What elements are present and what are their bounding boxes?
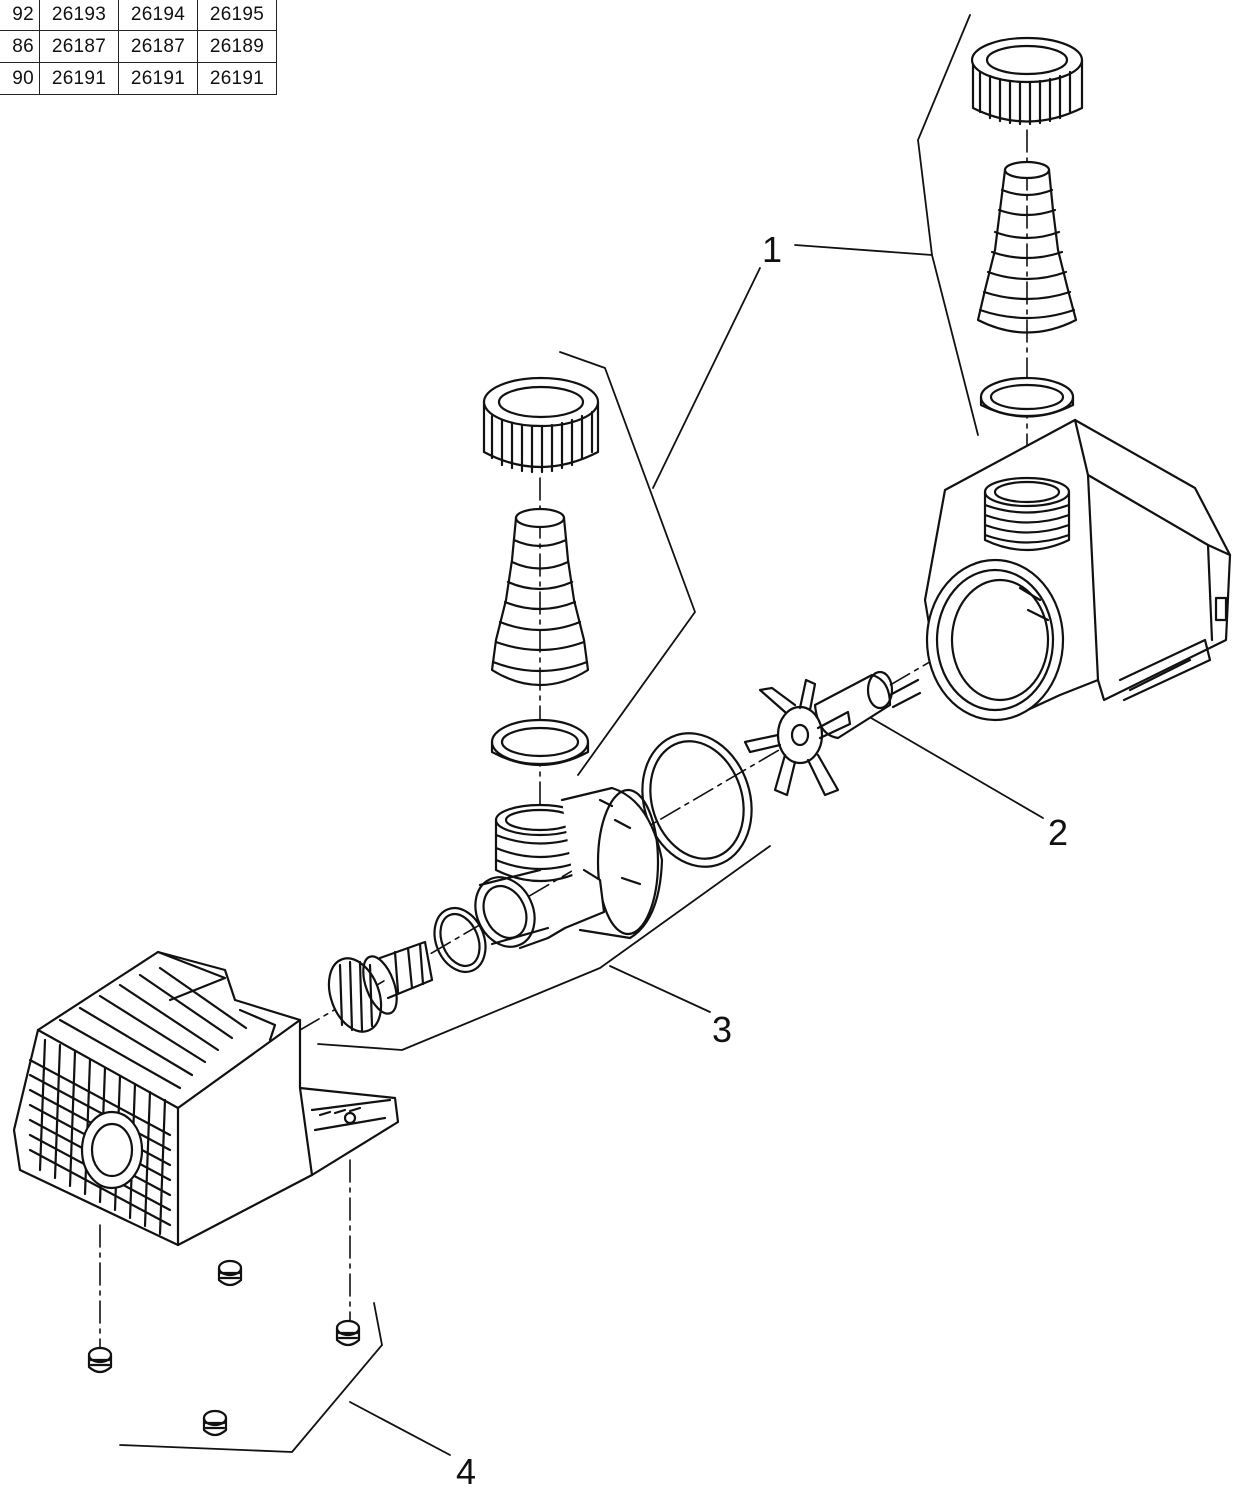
table-cell: 26191 [39, 62, 119, 95]
rubber-feet [87, 1259, 361, 1437]
table-cell: 26191 [118, 62, 198, 95]
table-cell: 26195 [197, 0, 277, 31]
impeller-rotor [743, 670, 922, 797]
table-cell: 26191 [197, 62, 277, 95]
foot [217, 1259, 243, 1287]
motor-block [12, 950, 400, 1247]
callout-4: 4 [456, 1451, 476, 1490]
pump-chamber-elbow [474, 786, 664, 950]
inlet-strainer [327, 940, 434, 1033]
leader-lines [119, 14, 1044, 1456]
table-cell: 92 [0, 0, 40, 31]
parts-number-table: 92 26193 26194 26195 86 26187 26187 2618… [0, 0, 277, 95]
left-fitting-stack [482, 376, 600, 766]
foot [87, 1346, 113, 1374]
callout-3: 3 [712, 1009, 732, 1050]
table-row: 90 26191 26191 26191 [0, 62, 277, 95]
right-pump-housing [923, 418, 1232, 722]
callout-1: 1 [762, 229, 782, 270]
foot [202, 1409, 228, 1437]
callout-2: 2 [1048, 812, 1068, 853]
table-cell: 26187 [118, 30, 198, 63]
right-fitting-stack [970, 36, 1084, 418]
table-row: 92 26193 26194 26195 [0, 0, 277, 31]
foot [335, 1319, 361, 1347]
table-cell: 90 [0, 62, 40, 95]
small-o-ring [433, 907, 487, 973]
